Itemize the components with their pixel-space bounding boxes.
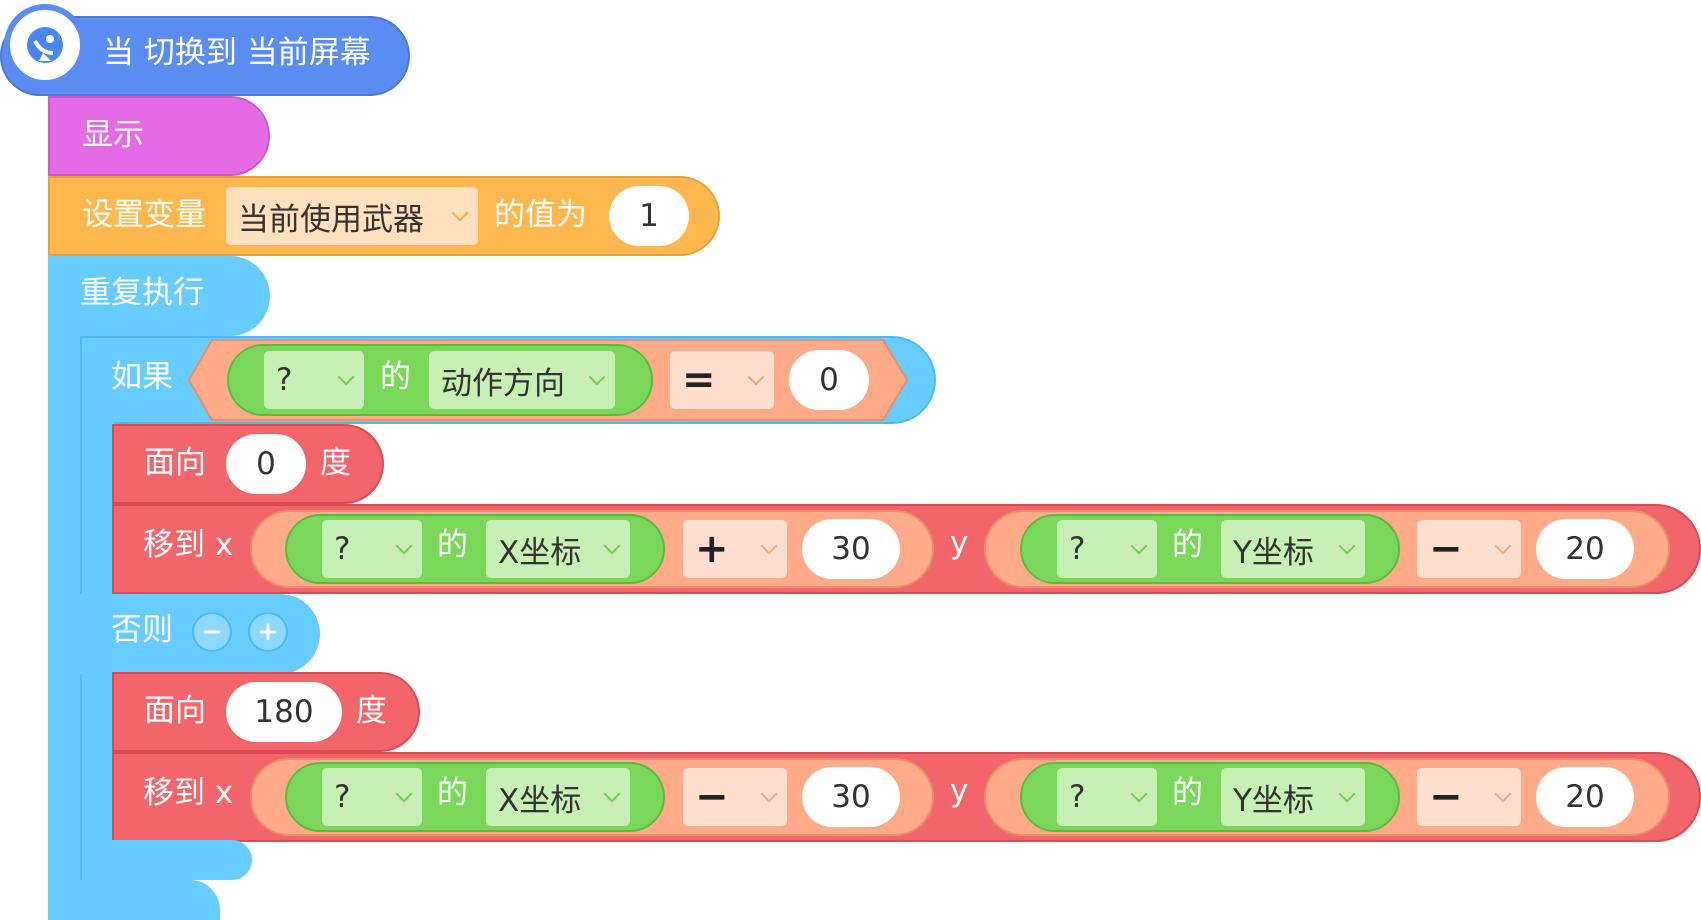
if-property-dropdown[interactable]: 动作方向: [429, 351, 615, 409]
remove-else-button[interactable]: −: [192, 612, 232, 652]
face-direction-block[interactable]: 面向 0 度: [112, 424, 384, 504]
set-variable-block[interactable]: 设置变量 当前使用武器 的值为 1: [48, 176, 720, 256]
chevron-down-icon: [395, 785, 413, 803]
looks-show-block[interactable]: 显示: [48, 96, 270, 176]
satellite-dish-icon: [27, 27, 63, 63]
face-angle-input[interactable]: 0: [226, 434, 306, 494]
face-label: 面向: [144, 445, 206, 481]
face-unit: 度: [356, 693, 387, 729]
chevron-down-icon: [1338, 537, 1356, 555]
setvar-label2: 的值为: [494, 197, 587, 233]
y-target-dropdown[interactable]: ?: [1057, 768, 1157, 826]
x-operator-dropdown[interactable]: +: [683, 520, 787, 578]
x-of-label: 的: [437, 775, 468, 811]
minus-icon: −: [201, 617, 223, 647]
chevron-down-icon: [451, 204, 469, 222]
chevron-down-icon: [337, 368, 355, 386]
chevron-down-icon: [760, 537, 778, 555]
chevron-down-icon: [1130, 785, 1148, 803]
if-value-input[interactable]: 0: [789, 350, 869, 410]
chevron-down-icon: [760, 785, 778, 803]
variable-name: 当前使用武器: [238, 201, 424, 238]
repeat-forever-block[interactable]: 重复执行: [48, 256, 270, 336]
chevron-down-icon: [1494, 785, 1512, 803]
repeat-c-arm: [48, 330, 82, 920]
y-offset-input[interactable]: 20: [1536, 519, 1634, 579]
chevron-down-icon: [603, 785, 621, 803]
chevron-down-icon: [588, 368, 606, 386]
y-of-label: 的: [1172, 775, 1203, 811]
setvar-label: 设置变量: [82, 197, 206, 233]
y-operator-dropdown[interactable]: −: [1417, 768, 1521, 826]
face-direction-block[interactable]: 面向 180 度: [112, 672, 420, 752]
event-icon-circle: [4, 4, 86, 86]
repeat-label: 重复执行: [80, 275, 204, 311]
y-operator-dropdown[interactable]: −: [1417, 520, 1521, 578]
setvar-value-input[interactable]: 1: [609, 186, 689, 246]
repeat-bottom-cap: [48, 880, 220, 920]
if-bottom-cap: [80, 840, 252, 880]
if-label: 如果: [111, 359, 173, 395]
if-target-dropdown[interactable]: ?: [264, 351, 364, 409]
x-property-dropdown[interactable]: X坐标: [486, 768, 630, 826]
face-angle-input[interactable]: 180: [226, 682, 342, 742]
add-else-button[interactable]: +: [248, 612, 288, 652]
hat-label: 当 切换到 当前屏幕: [103, 35, 371, 71]
y-label: y: [950, 773, 969, 809]
chevron-down-icon: [1494, 537, 1512, 555]
y-target-dropdown[interactable]: ?: [1057, 520, 1157, 578]
face-label: 面向: [144, 693, 206, 729]
chevron-down-icon: [395, 537, 413, 555]
x-target-dropdown[interactable]: ?: [322, 520, 422, 578]
y-of-label: 的: [1172, 527, 1203, 563]
x-target-dropdown[interactable]: ?: [322, 768, 422, 826]
y-offset-input[interactable]: 20: [1536, 767, 1634, 827]
x-of-label: 的: [437, 527, 468, 563]
x-offset-input[interactable]: 30: [802, 767, 900, 827]
move-label: 移到 x: [143, 775, 234, 811]
y-property-dropdown[interactable]: Y坐标: [1221, 768, 1365, 826]
chevron-down-icon: [603, 537, 621, 555]
chevron-down-icon: [747, 368, 765, 386]
show-label: 显示: [82, 117, 144, 153]
y-property-dropdown[interactable]: Y坐标: [1221, 520, 1365, 578]
x-offset-input[interactable]: 30: [802, 519, 900, 579]
x-operator-dropdown[interactable]: −: [683, 768, 787, 826]
move-label: 移到 x: [143, 527, 234, 563]
chevron-down-icon: [1338, 785, 1356, 803]
variable-dropdown[interactable]: 当前使用武器: [226, 187, 478, 245]
if-operator-dropdown[interactable]: =: [670, 351, 774, 409]
x-property-dropdown[interactable]: X坐标: [486, 520, 630, 578]
else-label: 否则: [111, 612, 173, 648]
chevron-down-icon: [1130, 537, 1148, 555]
face-unit: 度: [320, 445, 351, 481]
y-label: y: [950, 525, 969, 561]
if-of-label: 的: [380, 359, 411, 395]
plus-icon: +: [257, 617, 279, 647]
